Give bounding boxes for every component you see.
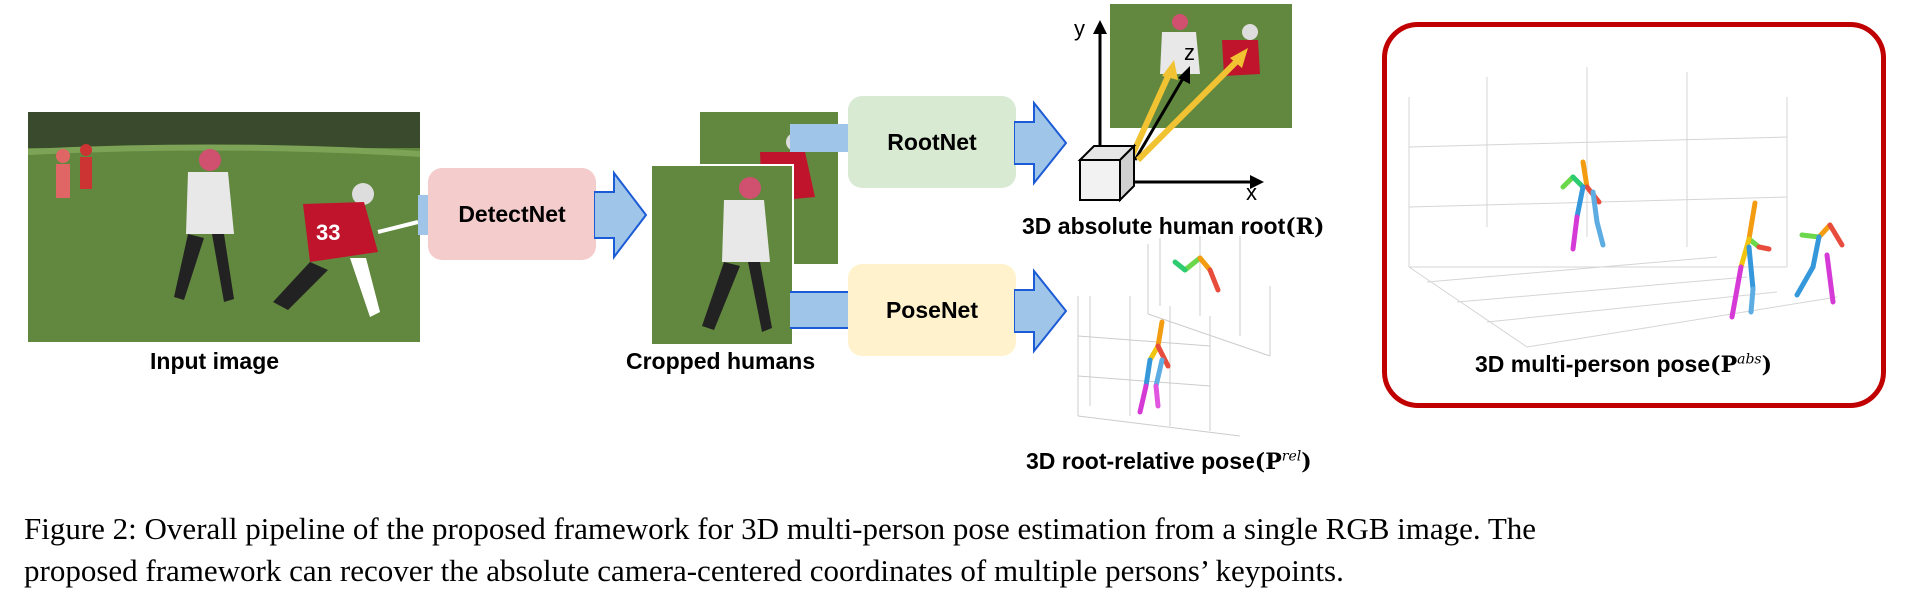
posenet-box: PoseNet [848, 264, 1016, 356]
detectnet-box: DetectNet [428, 168, 596, 260]
abs-pose-panel: 3D multi-person pose(Pabs) [1382, 22, 1886, 408]
rel-output-sup: rel [1281, 448, 1302, 465]
abs-output-math: (P [1710, 352, 1738, 378]
rootnet-box: RootNet [848, 96, 1016, 188]
root-output-image [1110, 4, 1292, 128]
abs-output-sup: abs [1737, 351, 1762, 368]
axis-z-label: z [1184, 40, 1195, 65]
rel-output-label: 3D root-relative pose(Prel) [1026, 448, 1312, 475]
caption-line-2: proposed framework can recover the absol… [24, 553, 1344, 588]
arrow-input-to-detectnet [418, 195, 430, 235]
axis-x-label: x [1246, 180, 1257, 205]
cropped-humans-label: Cropped humans [626, 348, 816, 374]
root-output-math: (R) [1285, 214, 1325, 240]
relative-pose-plots [1077, 236, 1271, 437]
arrow-posenet-to-relpose [1014, 268, 1068, 354]
svg-text:33: 33 [316, 220, 340, 245]
abs-output-text: 3D multi-person pose [1475, 351, 1711, 377]
arrow-crops-to-rootnet [790, 124, 850, 152]
rel-output-math: (P [1254, 449, 1282, 475]
detectnet-label: DetectNet [458, 200, 566, 227]
input-image-scene: 33 [28, 112, 420, 342]
arrow-rootnet-to-root [1014, 100, 1068, 186]
root-output-text: 3D absolute human root [1022, 213, 1286, 239]
input-image-label: Input image [150, 348, 280, 374]
caption-line-1: Figure 2: Overall pipeline of the propos… [24, 511, 1537, 546]
arrow-detectnet-to-crops [594, 170, 648, 260]
posenet-label: PoseNet [885, 296, 979, 323]
cropped-human-1 [650, 164, 794, 346]
figure-caption: Figure 2: Overall pipeline of the propos… [24, 508, 1904, 592]
axis-y-label: y [1074, 16, 1085, 41]
root-output-label: 3D absolute human root(R) [1022, 213, 1324, 240]
input-image: 33 [28, 112, 420, 342]
rel-output-text: 3D root-relative pose [1026, 448, 1255, 474]
rootnet-label: RootNet [887, 128, 977, 155]
abs-output-label: 3D multi-person pose(Pabs) [1475, 351, 1773, 378]
abs-pose-plot [1408, 67, 1845, 348]
arrow-crops-to-posenet [790, 291, 850, 329]
root-axes-diagram [1077, 20, 1264, 203]
